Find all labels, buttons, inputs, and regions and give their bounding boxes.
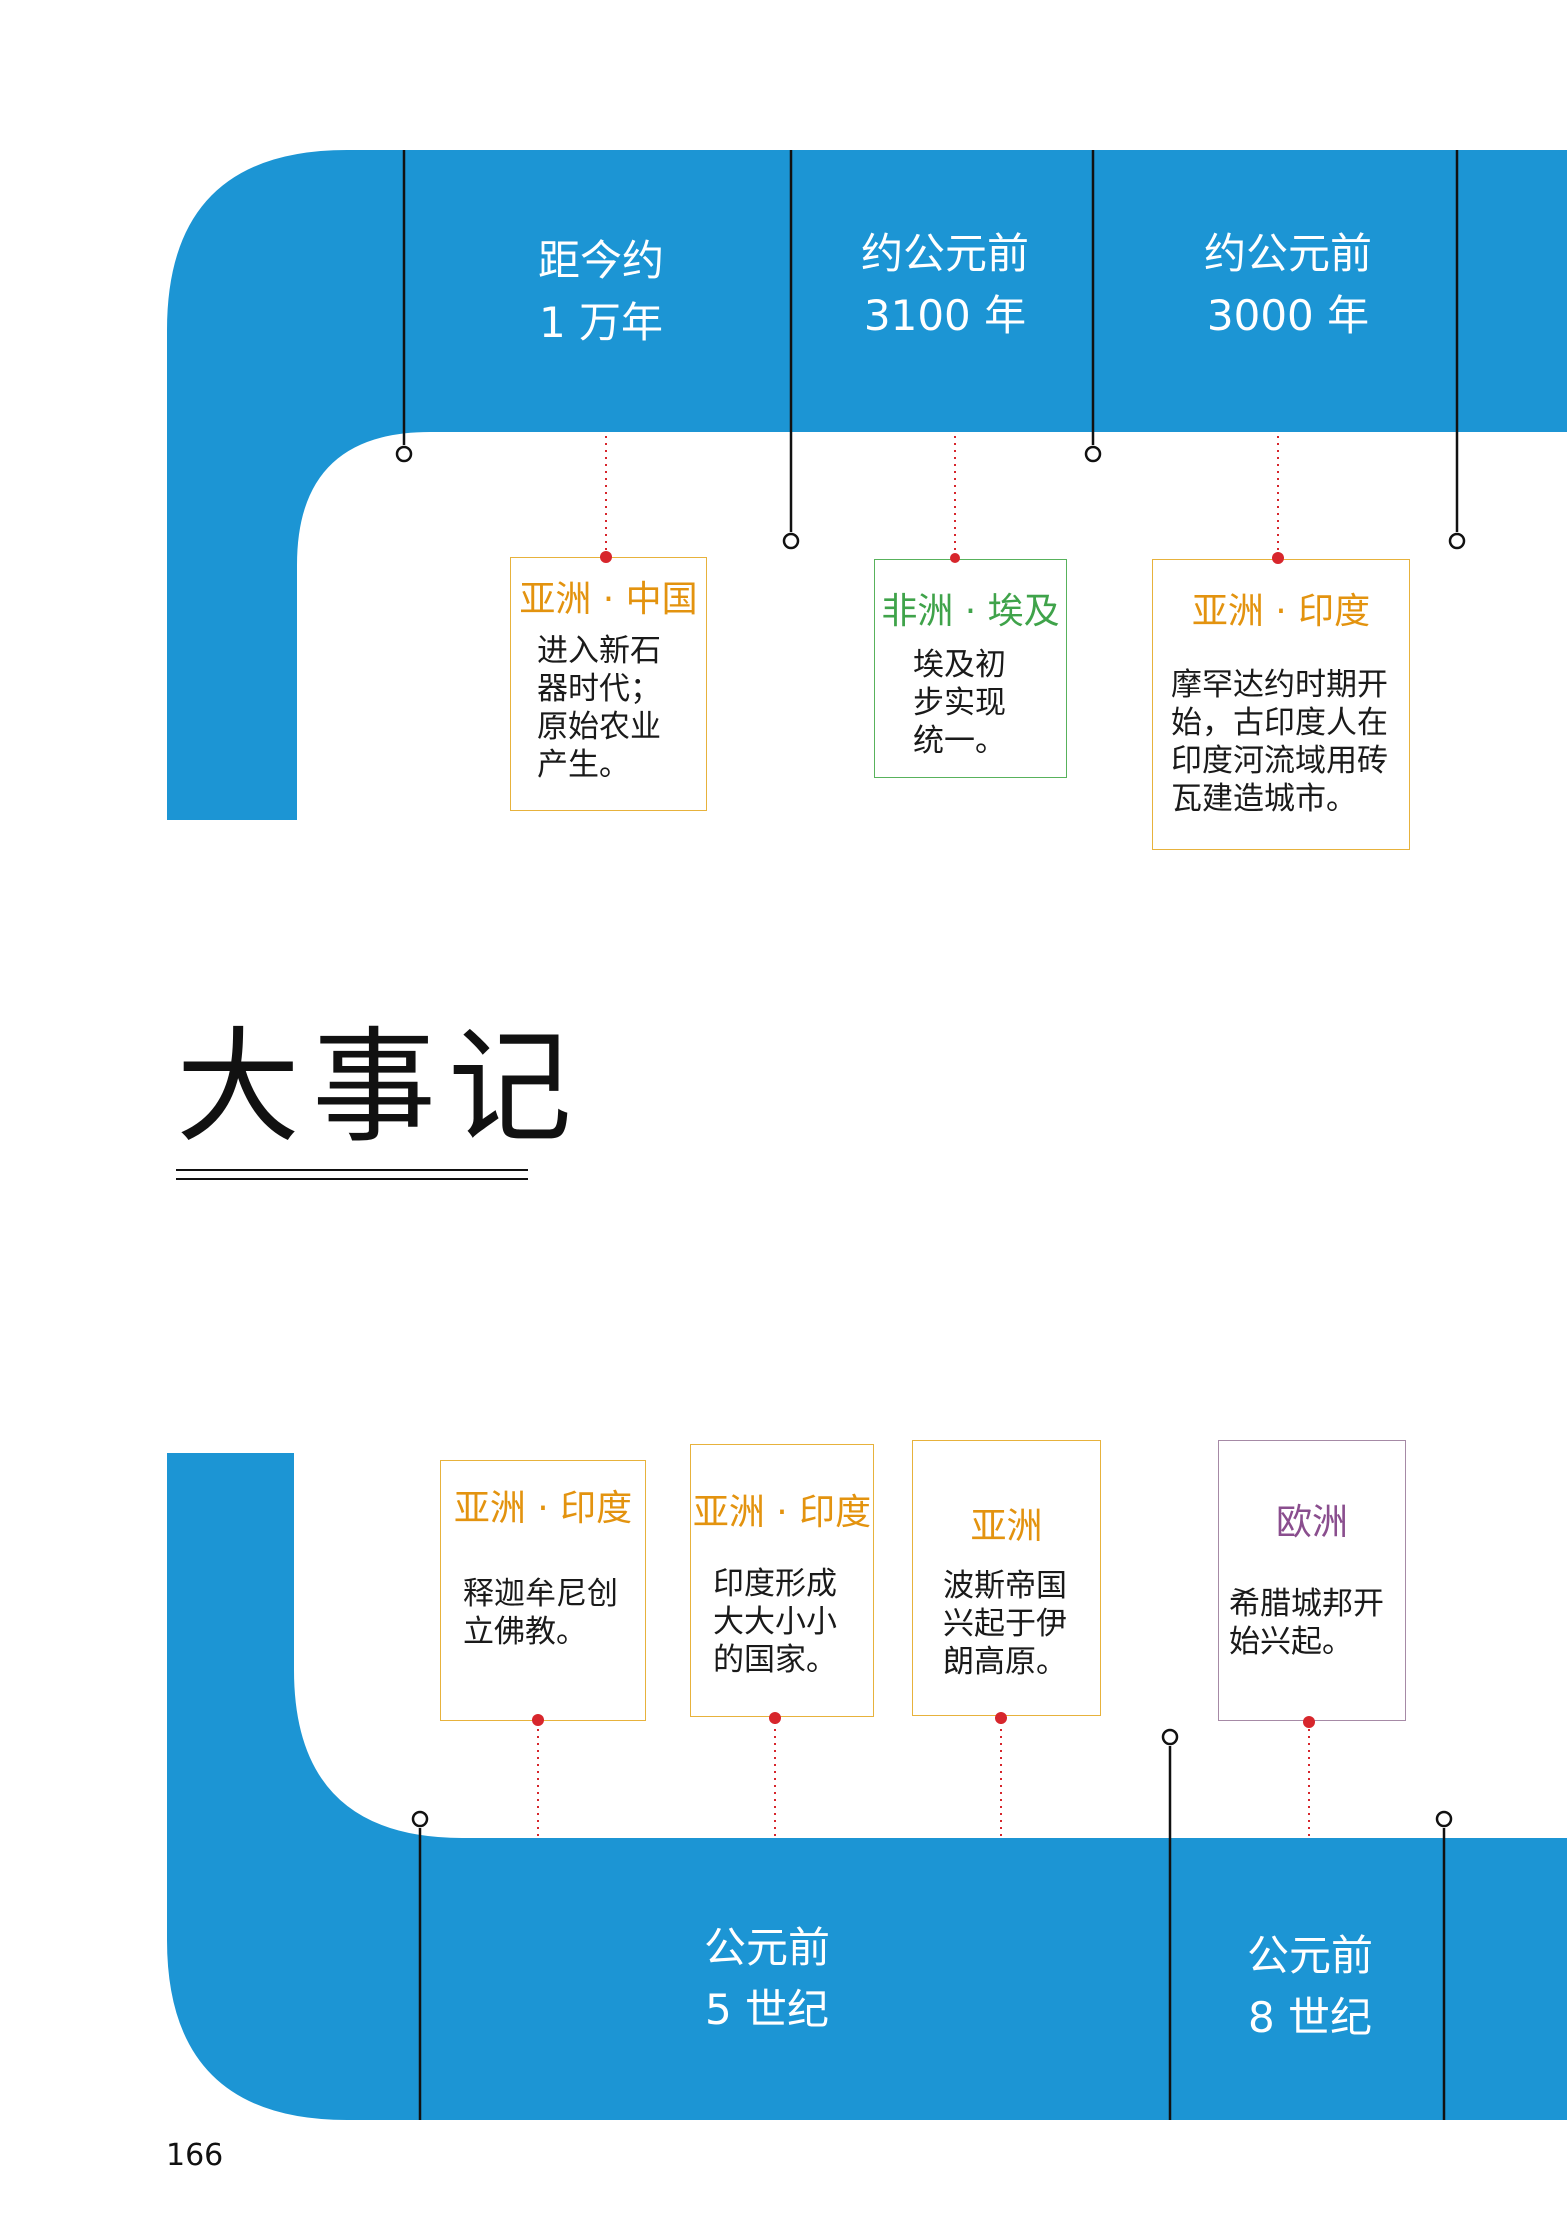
card-description: 摩罕达约时期开 始，古印度人在 印度河流域用砖 瓦建造城市。 [1171, 667, 1388, 817]
date-line-2: 1 万年 [538, 298, 664, 347]
top-marker-ring [1084, 445, 1102, 463]
date-line-1: 约公元前 [1203, 229, 1372, 278]
card-region: 亚洲 · 印度 [453, 1488, 633, 1529]
top-date-label: 约公元前 3100 年 [795, 223, 1095, 347]
bottom-marker-ring [1435, 1810, 1453, 1828]
date-line-1: 距今约 [537, 236, 664, 285]
top-date-label: 约公元前 3000 年 [1138, 223, 1438, 347]
date-line-1: 约公元前 [860, 229, 1029, 278]
date-line-2: 3000 年 [1206, 291, 1370, 340]
bottom-marker-ring [411, 1810, 429, 1828]
bottom-marker-ring [1161, 1728, 1179, 1746]
card-region: 亚洲 · 中国 [519, 579, 698, 620]
event-card: 非洲 · 埃及 埃及初 步实现 统一。 [874, 559, 1067, 778]
card-region: 非洲 · 埃及 [881, 591, 1060, 632]
card-description: 希腊城邦开 始兴起。 [1229, 1586, 1384, 1660]
card-description: 波斯帝国 兴起于伊 朗高原。 [943, 1568, 1067, 1680]
date-line-1: 公元前 [1246, 1931, 1373, 1980]
top-marker-ring [395, 445, 413, 463]
date-line-2: 8 世纪 [1247, 1993, 1373, 2042]
card-description: 进入新石 器时代； 原始农业 产生。 [537, 633, 661, 783]
card-description: 埃及初 步实现 统一。 [913, 647, 1006, 759]
card-region: 欧洲 [1275, 1502, 1348, 1543]
card-region: 亚洲 · 印度 [1191, 591, 1371, 632]
card-description: 释迦牟尼创 立佛教。 [463, 1576, 618, 1650]
card-region: 亚洲 [970, 1506, 1043, 1547]
event-card: 亚洲 · 印度 印度形成 大大小小 的国家。 [690, 1444, 874, 1717]
event-card: 亚洲 波斯帝国 兴起于伊 朗高原。 [912, 1440, 1101, 1716]
event-card: 亚洲 · 印度 摩罕达约时期开 始，古印度人在 印度河流域用砖 瓦建造城市。 [1152, 559, 1410, 850]
event-card: 亚洲 · 印度 释迦牟尼创 立佛教。 [440, 1460, 646, 1721]
bottom-date-label: 公元前 8 世纪 [1160, 1925, 1460, 2049]
bottom-date-label: 公元前 5 世纪 [617, 1917, 917, 2041]
top-timeline-band [167, 150, 1567, 820]
page-title: 大事记 [176, 1016, 585, 1160]
page-number: 166 [166, 2138, 224, 2173]
card-description: 印度形成 大大小小 的国家。 [713, 1566, 837, 1678]
top-marker-ring [782, 532, 800, 550]
event-card: 欧洲 希腊城邦开 始兴起。 [1218, 1440, 1406, 1721]
event-card: 亚洲 · 中国 进入新石 器时代； 原始农业 产生。 [510, 557, 707, 811]
top-date-label: 距今约 1 万年 [451, 230, 751, 354]
date-line-2: 5 世纪 [704, 1985, 830, 2034]
card-region: 亚洲 · 印度 [692, 1492, 872, 1533]
top-marker-ring [1448, 532, 1466, 550]
date-line-1: 公元前 [703, 1923, 830, 1972]
bottom-timeline-band [167, 1453, 1567, 2120]
date-line-2: 3100 年 [863, 291, 1027, 340]
